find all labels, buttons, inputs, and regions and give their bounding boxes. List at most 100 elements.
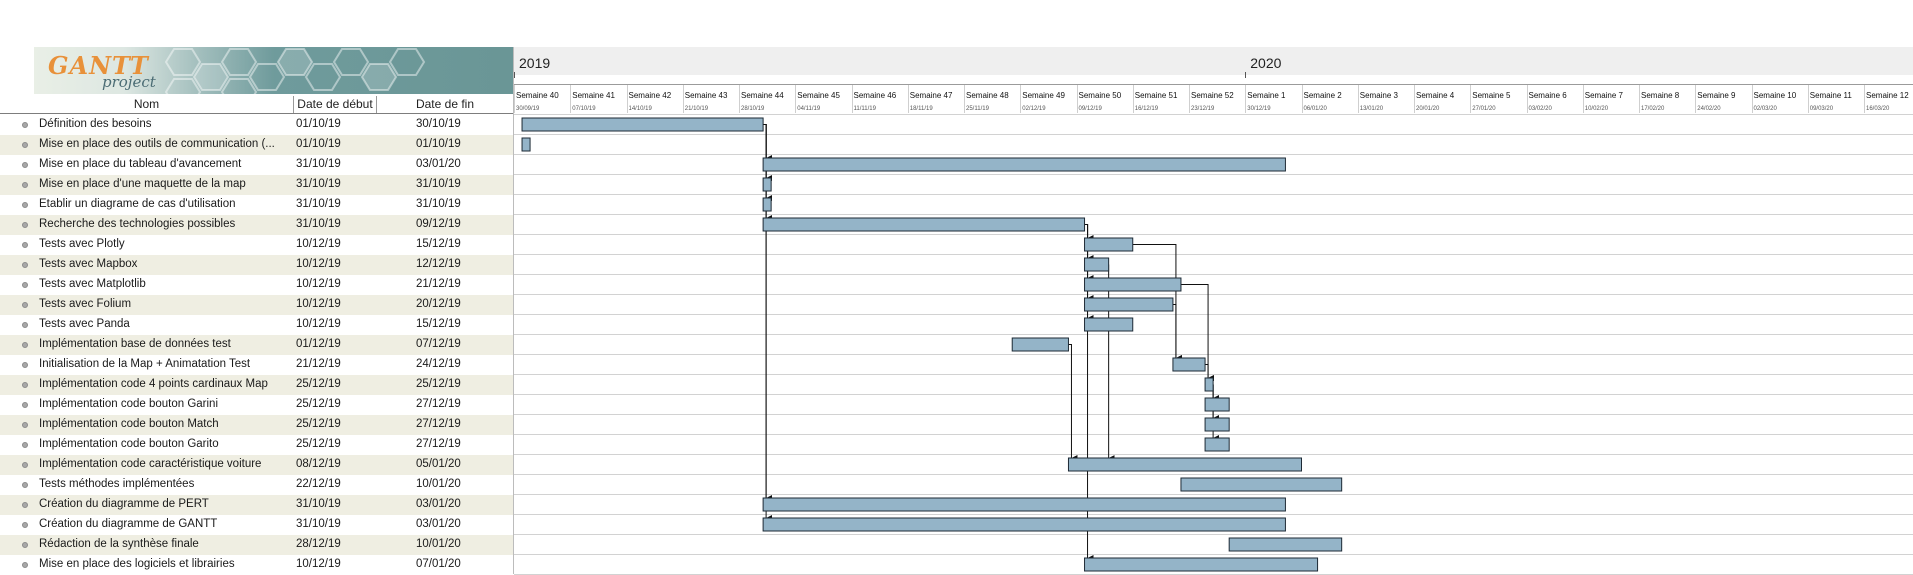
task-bar[interactable]: [1084, 277, 1182, 292]
task-name: Création du diagramme de GANTT: [39, 518, 218, 530]
task-start-date: 31/10/19: [296, 198, 341, 210]
task-start-date: 31/10/19: [296, 178, 341, 190]
week-separator: [1132, 85, 1134, 113]
task-bar[interactable]: [762, 157, 1286, 172]
task-bar[interactable]: [521, 117, 764, 132]
task-row[interactable]: Mise en place des logiciels et librairie…: [0, 555, 513, 575]
dependency-arrow: [763, 124, 773, 501]
task-name: Définition des besoins: [39, 118, 152, 130]
row-grid-line: [514, 194, 1913, 195]
column-header-start[interactable]: Date de début: [294, 96, 377, 113]
week-date: 04/11/19: [797, 106, 821, 112]
week-label: Semaine 11: [1809, 91, 1852, 100]
panel-divider[interactable]: [513, 47, 514, 574]
week-label: Semaine 6: [1528, 91, 1567, 100]
dependency-arrow: [763, 124, 773, 201]
row-grid-line: [514, 134, 1913, 135]
task-start-date: 01/10/19: [296, 138, 341, 150]
task-bar[interactable]: [1067, 457, 1302, 472]
week-separator: [514, 85, 515, 113]
row-grid-line: [514, 454, 1913, 455]
task-bar[interactable]: [521, 137, 531, 152]
task-name: Mise en place des logiciels et librairie…: [39, 558, 235, 570]
task-bullet-icon: [22, 302, 28, 308]
task-bullet-icon: [22, 542, 28, 548]
task-row[interactable]: Initialisation de la Map + Animatation T…: [0, 355, 513, 375]
task-end-date: 07/01/20: [416, 558, 461, 570]
task-bar[interactable]: [1011, 337, 1069, 352]
week-label: Semaine 12: [1866, 91, 1909, 100]
week-date: 20/01/20: [1416, 106, 1440, 112]
task-bar[interactable]: [1180, 477, 1343, 492]
task-bar[interactable]: [1204, 397, 1230, 412]
task-start-date: 25/12/19: [296, 438, 341, 450]
task-bar[interactable]: [1084, 557, 1319, 572]
row-grid-line: [514, 414, 1913, 415]
task-end-date: 03/01/20: [416, 518, 461, 530]
task-start-date: 10/12/19: [296, 278, 341, 290]
task-start-date: 28/12/19: [296, 538, 341, 550]
task-end-date: 24/12/19: [416, 358, 461, 370]
row-grid-line: [514, 554, 1913, 555]
task-bar[interactable]: [762, 497, 1286, 512]
task-bar[interactable]: [762, 517, 1286, 532]
week-separator: [739, 85, 740, 113]
task-name: Implémentation code 4 points cardinaux M…: [39, 378, 268, 390]
task-bar[interactable]: [1204, 417, 1230, 432]
task-bullet-icon: [22, 442, 28, 448]
timeline-year-band: [514, 47, 1913, 75]
task-bar[interactable]: [1172, 357, 1206, 372]
task-start-date: 31/10/19: [296, 498, 341, 510]
dependency-arrow: [1084, 224, 1094, 241]
column-header-name[interactable]: Nom: [0, 96, 294, 113]
task-bar[interactable]: [1084, 257, 1110, 272]
week-date: 18/11/19: [909, 106, 933, 112]
row-grid-line: [514, 174, 1913, 175]
task-bar[interactable]: [1084, 317, 1134, 332]
task-bullet-icon: [22, 362, 28, 368]
task-row[interactable]: Etablir un diagrame de cas d'utilisation…: [0, 195, 513, 215]
task-bar[interactable]: [1084, 237, 1134, 252]
week-label: Semaine 49: [1022, 91, 1065, 100]
task-bar[interactable]: [762, 197, 772, 212]
week-date: 03/02/20: [1528, 106, 1552, 112]
task-row[interactable]: Implémentation code caractéristique voit…: [0, 455, 513, 475]
task-bar[interactable]: [1204, 377, 1214, 392]
week-label: Semaine 3: [1359, 91, 1398, 100]
week-label: Semaine 9: [1697, 91, 1736, 100]
week-label: Semaine 40: [516, 91, 559, 100]
task-bar[interactable]: [762, 177, 772, 192]
week-separator: [1470, 85, 1472, 113]
week-date: 28/10/19: [741, 106, 765, 112]
task-bullet-icon: [22, 242, 28, 248]
task-end-date: 21/12/19: [416, 278, 461, 290]
task-bar[interactable]: [1084, 297, 1174, 312]
column-header-end[interactable]: Date de fin: [377, 96, 513, 113]
task-bar[interactable]: [1204, 437, 1230, 452]
task-row[interactable]: Mise en place des outils de communicatio…: [0, 135, 513, 155]
task-row[interactable]: Implémentation code 4 points cardinaux M…: [0, 375, 513, 395]
logo-sub-text: project: [102, 73, 156, 91]
week-separator: [1189, 85, 1190, 113]
task-bar[interactable]: [762, 217, 1086, 232]
task-bar[interactable]: [1228, 537, 1343, 552]
task-start-date: 01/10/19: [296, 118, 341, 130]
